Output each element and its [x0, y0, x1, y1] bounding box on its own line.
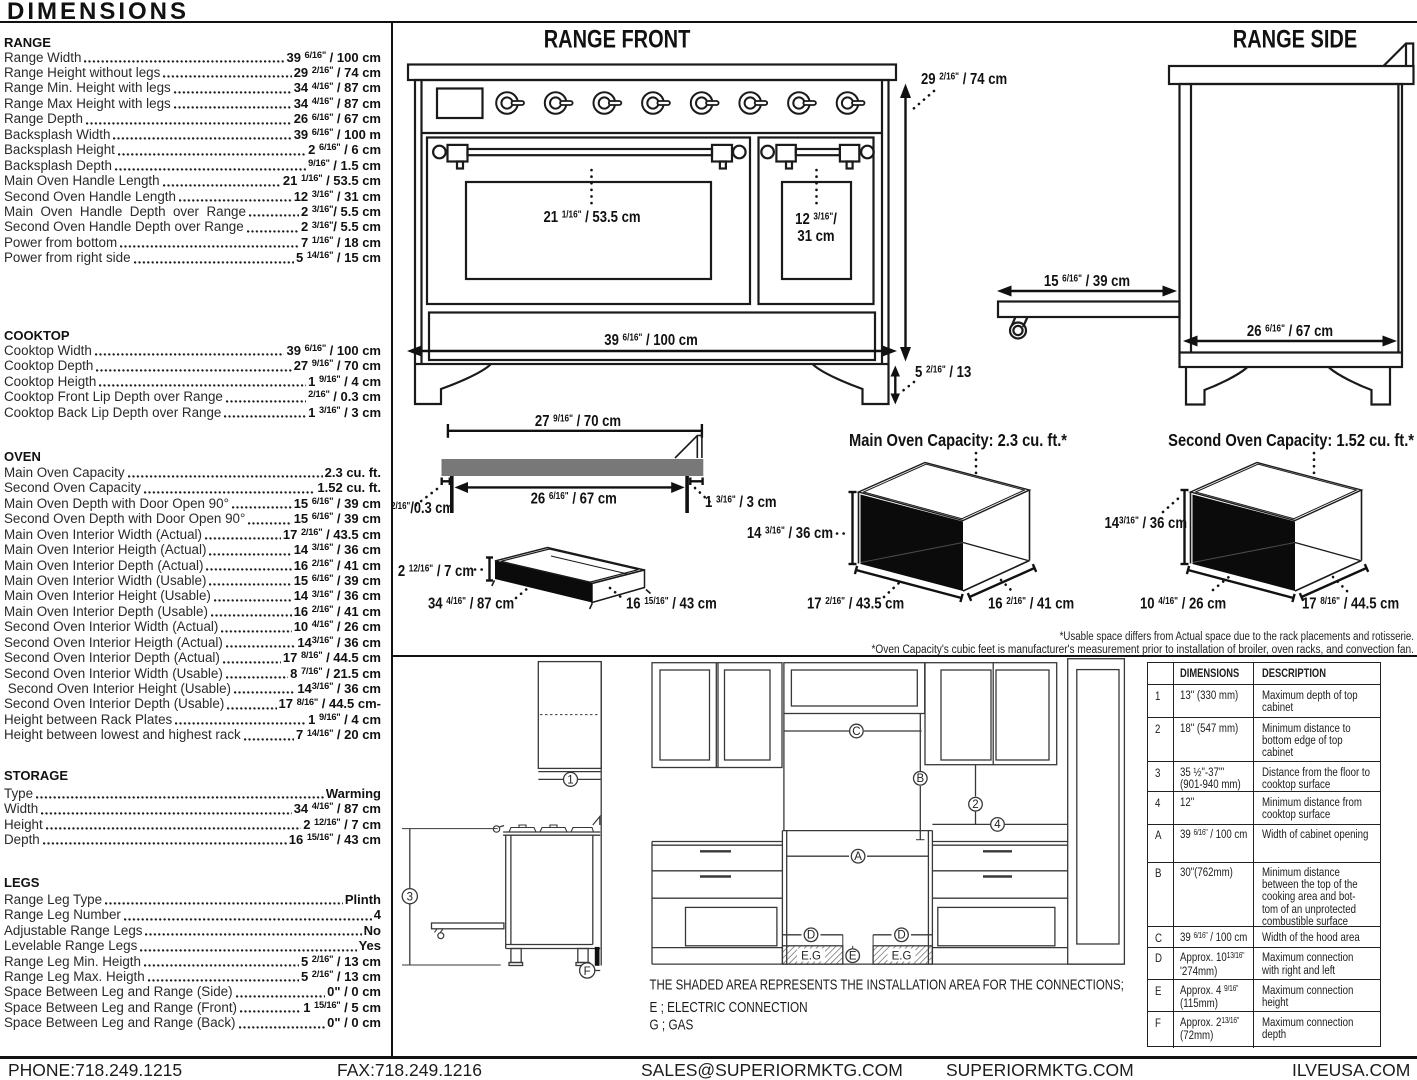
svg-text:2 12/16" / 7 cm: 2 12/16" / 7 cm — [398, 563, 474, 581]
svg-text:15 6/16" / 39 cm: 15 6/16" / 39 cm — [1044, 273, 1130, 291]
svg-text:A: A — [854, 851, 862, 863]
svg-text:39 6/16" / 100 cm: 39 6/16" / 100 cm — [604, 332, 697, 350]
svg-text:2/16"/0.3 cm: 2/16"/0.3 cm — [391, 500, 454, 518]
svg-text:D: D — [897, 930, 905, 942]
svg-text:17 8/16" / 44.5 cm: 17 8/16" / 44.5 cm — [1302, 595, 1399, 613]
svg-text:31 cm: 31 cm — [797, 228, 834, 245]
svg-text:Second Oven Capacity: 1.52 cu.: Second Oven Capacity: 1.52 cu. ft.* — [1168, 431, 1414, 450]
svg-text:THE SHADED AREA REPRESENTS THE: THE SHADED AREA REPRESENTS THE INSTALLAT… — [650, 976, 1124, 993]
svg-text:143/16" / 36 cm: 143/16" / 36 cm — [1104, 515, 1187, 533]
svg-text:F: F — [584, 966, 591, 978]
svg-text:10 4/16" / 26 cm: 10 4/16" / 26 cm — [1140, 595, 1226, 613]
svg-text:26 6/16" / 67 cm: 26 6/16" / 67 cm — [531, 490, 617, 508]
svg-text:*Oven Capacity's cubic feet is: *Oven Capacity's cubic feet is manufactu… — [871, 643, 1414, 656]
svg-text:RANGE SIDE: RANGE SIDE — [1233, 25, 1357, 53]
svg-text:C: C — [852, 726, 860, 738]
svg-text:12 3/16"/: 12 3/16"/ — [795, 211, 837, 229]
svg-text:34 4/16" / 87 cm: 34 4/16" / 87 cm — [428, 595, 514, 613]
svg-text:27 9/16" / 70 cm: 27 9/16" / 70 cm — [535, 413, 621, 431]
svg-text:16 2/16" / 41 cm: 16 2/16" / 41 cm — [988, 595, 1074, 613]
svg-text:G ; GAS: G ; GAS — [650, 1016, 694, 1033]
svg-text:4: 4 — [994, 819, 1001, 831]
svg-text:E: E — [849, 951, 857, 963]
svg-text:RANGE FRONT: RANGE FRONT — [544, 25, 691, 53]
svg-text:26 6/16" / 67 cm: 26 6/16" / 67 cm — [1247, 323, 1333, 341]
svg-text:D: D — [807, 930, 815, 942]
svg-text:16 15/16" / 43 cm: 16 15/16" / 43 cm — [626, 595, 717, 613]
svg-text:E.G: E.G — [801, 951, 821, 963]
svg-text:1 3/16" / 3 cm: 1 3/16" / 3 cm — [705, 494, 777, 512]
svg-text:5 2/16" / 13: 5 2/16" / 13 — [915, 364, 971, 382]
svg-text:B: B — [916, 773, 924, 785]
svg-text:14 3/16" / 36 cm: 14 3/16" / 36 cm — [747, 525, 833, 543]
svg-text:21 1/16" / 53.5 cm: 21 1/16" / 53.5 cm — [543, 209, 640, 227]
svg-text:17 2/16" / 43.5 cm: 17 2/16" / 43.5 cm — [807, 595, 904, 613]
svg-text:29 2/16" / 74 cm: 29 2/16" / 74 cm — [921, 71, 1007, 89]
svg-text:*Usable space differs from Act: *Usable space differs from Actual space … — [1060, 630, 1414, 643]
svg-text:1: 1 — [567, 774, 573, 786]
svg-text:3: 3 — [407, 892, 413, 904]
svg-text:E.G: E.G — [892, 951, 912, 963]
svg-text:2: 2 — [972, 799, 978, 811]
svg-text:Main Oven Capacity: 2.3 cu. ft: Main Oven Capacity: 2.3 cu. ft.* — [849, 431, 1068, 450]
svg-text:E ; ELECTRIC CONNECTION: E ; ELECTRIC CONNECTION — [650, 999, 808, 1016]
